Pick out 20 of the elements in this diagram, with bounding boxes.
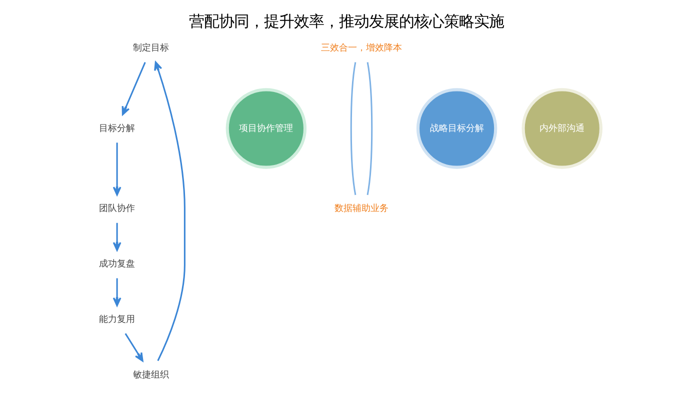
arrow xyxy=(121,62,146,116)
diagram-title: 营配协同，提升效率，推动发展的核心策略实施 xyxy=(188,12,504,31)
arrow xyxy=(112,222,121,252)
node-circle: 内外部沟通 xyxy=(521,88,602,169)
node-text: 三效合一，增效降本 xyxy=(320,42,402,54)
node-circle: 项目协作管理 xyxy=(225,88,306,169)
node-text: 制定目标 xyxy=(132,42,168,54)
node-text: 成功复盘 xyxy=(98,258,135,270)
arrow xyxy=(112,142,121,196)
connector xyxy=(350,62,356,196)
arrow xyxy=(124,333,143,362)
node-text: 目标分解 xyxy=(98,122,135,134)
node-circle: 战略目标分解 xyxy=(416,88,497,169)
arrow xyxy=(154,61,185,362)
node-text: 能力复用 xyxy=(98,314,135,325)
node-text: 数据辅助业务 xyxy=(334,203,388,214)
arrow xyxy=(112,278,121,306)
connector xyxy=(366,62,372,196)
node-text: 团队协作 xyxy=(98,203,135,214)
node-text: 敏捷组织 xyxy=(132,369,168,380)
